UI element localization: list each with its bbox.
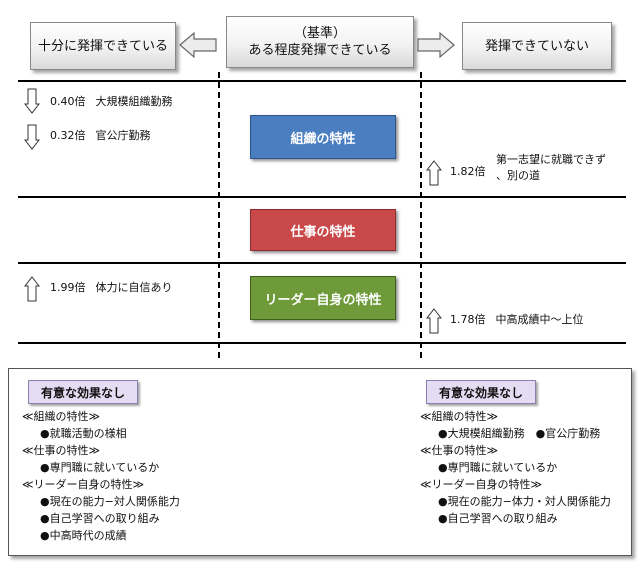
- effect-value: 0.32倍: [50, 129, 86, 142]
- effect-value: 1.99倍: [50, 281, 86, 294]
- arrow-right-icon: [417, 31, 455, 59]
- no-effect-item: ●中高時代の成績: [40, 529, 127, 542]
- down-arrow-icon: [24, 124, 40, 150]
- no-effect-item: ●大規模組織勤務 ●官公庁勤務: [438, 427, 601, 440]
- up-arrow-icon: [426, 160, 442, 186]
- no-effect-title-left: 有意な効果なし: [40, 385, 125, 400]
- category-leader-label: リーダー自身の特性: [264, 292, 382, 308]
- no-effect-category-heading: ≪リーダー自身の特性≫: [22, 478, 145, 491]
- no-effect-list-right: ≪組織の特性≫ ●大規模組織勤務 ●官公庁勤務 ≪仕事の特性≫ ●専門職に就いているか…: [420, 408, 611, 527]
- no-effect-category-heading: ≪組織の特性≫: [22, 410, 101, 423]
- header-box-center: （基準） ある程度発揮できている: [226, 16, 414, 68]
- effect-label-line2: 、別の道: [496, 169, 540, 182]
- no-effect-category-heading: ≪仕事の特性≫: [22, 444, 101, 457]
- category-job-label: 仕事の特性: [290, 224, 356, 240]
- header-center-line1: （基準）: [293, 26, 346, 41]
- effect-label: 中高成績中〜上位: [495, 313, 584, 326]
- no-effect-badge-right: 有意な効果なし: [426, 380, 536, 404]
- no-effect-item: ●専門職に就いているか: [40, 461, 160, 474]
- effect-label: 体力に自信あり: [95, 281, 173, 294]
- no-effect-item: ●現在の能力−対人関係能力: [40, 495, 180, 508]
- arrow-left-icon: [179, 31, 217, 59]
- grid-line-bottom: [18, 342, 626, 344]
- no-effect-item: ●自己学習への取り組み: [40, 512, 160, 525]
- grid-line-row2: [18, 262, 626, 264]
- no-effect-item: ●現在の能力−体力・対人関係能力: [438, 495, 611, 508]
- grid-line-top: [18, 80, 626, 82]
- effect-label: 大規模組織勤務: [95, 95, 173, 108]
- category-organization: 組織の特性: [250, 115, 396, 159]
- effect-leader-left-1: 1.99倍体力に自信あり: [50, 281, 173, 295]
- no-effect-item: ●就職活動の様相: [40, 427, 127, 440]
- effect-leader-right-1: 1.78倍中高成績中〜上位: [450, 313, 584, 327]
- no-effect-category-heading: ≪リーダー自身の特性≫: [420, 478, 543, 491]
- grid-divider-right: [420, 72, 422, 358]
- effect-org-right-1-value: 1.82倍: [450, 165, 486, 178]
- category-leader: リーダー自身の特性: [250, 276, 396, 320]
- category-organization-label: 組織の特性: [290, 131, 356, 147]
- effect-label: 官公庁勤務: [95, 129, 151, 142]
- no-effect-category-heading: ≪組織の特性≫: [420, 410, 499, 423]
- no-effect-list-left: ≪組織の特性≫ ●就職活動の様相 ≪仕事の特性≫ ●専門職に就いているか ≪リーダー自身…: [22, 408, 180, 544]
- no-effect-item: ●専門職に就いているか: [438, 461, 558, 474]
- header-right-label: 発揮できていない: [484, 38, 589, 54]
- up-arrow-icon: [24, 276, 40, 302]
- no-effect-title-right: 有意な効果なし: [438, 385, 523, 400]
- no-effect-badge-left: 有意な効果なし: [28, 380, 138, 404]
- header-center-line2: ある程度発揮できている: [248, 43, 392, 58]
- header-box-left: 十分に発揮できている: [30, 22, 176, 70]
- no-effect-item: ●自己学習への取り組み: [438, 512, 558, 525]
- down-arrow-icon: [24, 88, 40, 114]
- effect-label-line1: 第一志望に就職できず: [496, 153, 606, 166]
- effect-value: 1.78倍: [450, 313, 486, 326]
- header-box-right: 発揮できていない: [462, 22, 612, 70]
- effect-org-left-2: 0.32倍官公庁勤務: [50, 129, 151, 143]
- effect-org-right-1-label: 第一志望に就職できず 、別の道: [496, 152, 606, 184]
- effect-value: 0.40倍: [50, 95, 86, 108]
- grid-divider-left: [218, 72, 220, 358]
- up-arrow-icon: [426, 308, 442, 334]
- effect-org-left-1: 0.40倍大規模組織勤務: [50, 95, 173, 109]
- header-left-label: 十分に発揮できている: [37, 38, 168, 54]
- category-job: 仕事の特性: [250, 209, 396, 251]
- no-effect-category-heading: ≪仕事の特性≫: [420, 444, 499, 457]
- grid-line-row1: [18, 196, 626, 198]
